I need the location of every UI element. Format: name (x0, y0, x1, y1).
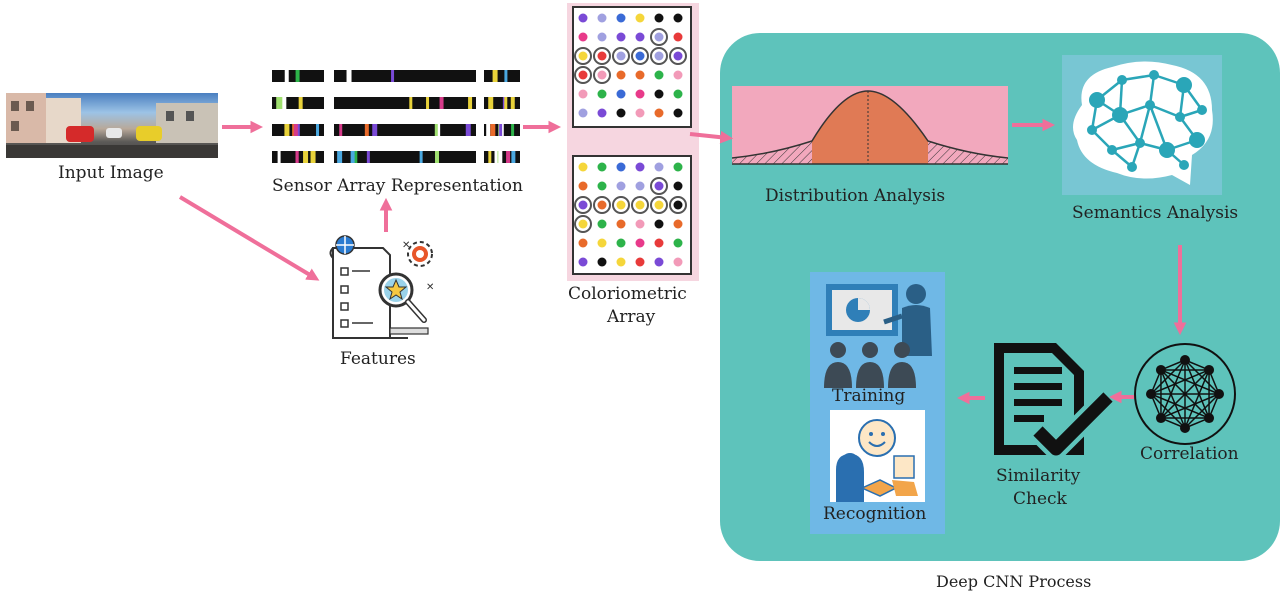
semantics-label: Semantics Analysis (1072, 203, 1239, 223)
checklist-icon (994, 343, 1116, 460)
similarity-label-line2: Check (1013, 489, 1067, 509)
coloriometric-grid-bottom (572, 155, 692, 275)
similarity-label-line1: Similarity (996, 466, 1081, 486)
coloriometric-label-line1: Coloriometric (568, 284, 687, 304)
input-image-photo (6, 93, 218, 158)
recognition-label: Recognition (823, 504, 927, 524)
bell-curve (732, 86, 1008, 165)
input-image-label: Input Image (58, 163, 164, 183)
distribution-label: Distribution Analysis (765, 186, 946, 206)
sensor-array-bars (272, 70, 520, 163)
brain-network-icon (1062, 55, 1222, 195)
correlation-label: Correlation (1140, 444, 1239, 464)
svg-text:✕: ✕ (402, 240, 410, 251)
coloriometric-grid-top (572, 6, 692, 128)
presentation-icon (824, 284, 932, 388)
network-circle-icon (1134, 343, 1236, 445)
recognition-image (830, 410, 925, 502)
arrow-input-to-features (178, 195, 320, 281)
deep-cnn-label: Deep CNN Process (936, 572, 1092, 591)
coloriometric-label-line2: Array (607, 307, 656, 327)
sensor-array-label: Sensor Array Representation (272, 176, 523, 196)
training-label: Training (832, 386, 906, 406)
arrow-coloriometric-to-distribution (689, 130, 734, 144)
svg-text:✕: ✕ (426, 282, 434, 293)
features-label: Features (340, 349, 416, 369)
features-document-icon: ✕ ✕ (329, 235, 434, 339)
